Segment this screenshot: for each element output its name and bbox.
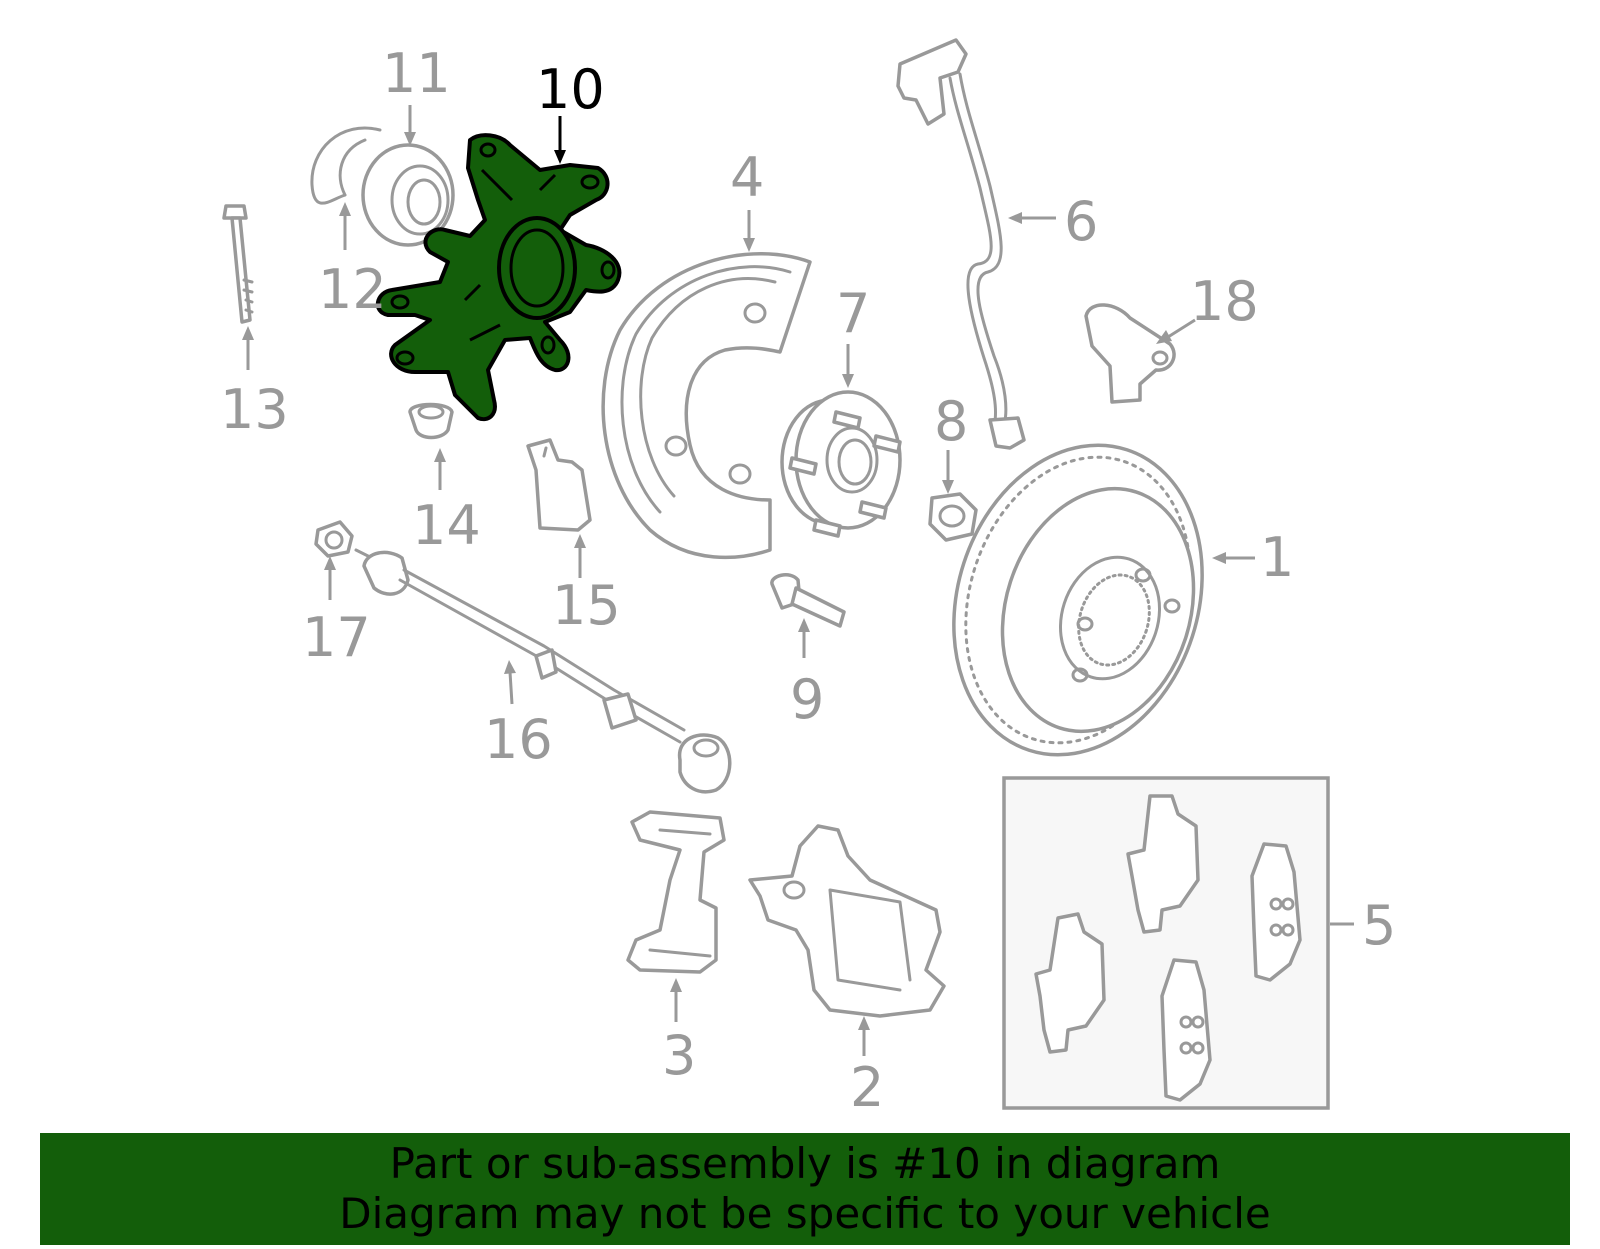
callout-12: 12 <box>318 258 387 321</box>
callout-8: 8 <box>934 390 968 453</box>
callout-11: 11 <box>382 42 451 105</box>
wheel-hub-part-7 <box>780 390 902 538</box>
callout-7: 7 <box>836 282 870 345</box>
callout-17: 17 <box>302 606 371 669</box>
callout-15: 15 <box>552 574 621 637</box>
callout-13: 13 <box>220 378 289 441</box>
abs-sensor-wire-part-6 <box>896 38 1026 450</box>
wheel-bearing-part <box>361 143 455 247</box>
stud-part-9 <box>770 573 846 628</box>
callout-4: 4 <box>730 146 764 209</box>
banner-line-disclaimer: Diagram may not be specific to your vehi… <box>339 1189 1271 1238</box>
info-banner: Part or sub-assembly is #10 in diagram D… <box>40 1133 1570 1245</box>
banner-line-part-number: Part or sub-assembly is #10 in diagram <box>389 1139 1221 1188</box>
bolt-part-13 <box>222 204 254 324</box>
callout-14: 14 <box>412 494 481 557</box>
sensor-part-18 <box>1084 303 1176 404</box>
steering-knuckle-part-10 <box>376 133 622 421</box>
caliper-bracket-part-3 <box>626 810 726 974</box>
callout-2: 2 <box>850 1056 884 1119</box>
snap-ring-part <box>310 126 382 205</box>
callout-3: 3 <box>662 1024 696 1087</box>
brake-rotor-part-1 <box>952 443 1204 757</box>
brake-pad-kit-part-5 <box>1002 776 1330 1110</box>
callout-1: 1 <box>1260 526 1294 589</box>
callout-16: 16 <box>484 708 553 771</box>
dust-shield-part-4 <box>601 252 812 560</box>
bracket-part-15 <box>526 438 592 532</box>
brake-caliper-part-2 <box>748 824 946 1018</box>
nut-part-8 <box>928 492 978 542</box>
tie-rod-part-16 <box>354 548 732 794</box>
callout-10: 10 <box>536 58 605 121</box>
bushing-part-14 <box>408 402 454 440</box>
callout-6: 6 <box>1064 190 1098 253</box>
callout-18: 18 <box>1190 270 1259 333</box>
callout-5: 5 <box>1362 894 1396 957</box>
callout-labels: 11 10 12 13 4 6 18 7 8 1 14 15 17 16 9 3… <box>220 42 1396 1119</box>
callout-9: 9 <box>790 668 824 731</box>
nut-part-17 <box>314 520 354 558</box>
leader-lines <box>242 105 1354 1056</box>
